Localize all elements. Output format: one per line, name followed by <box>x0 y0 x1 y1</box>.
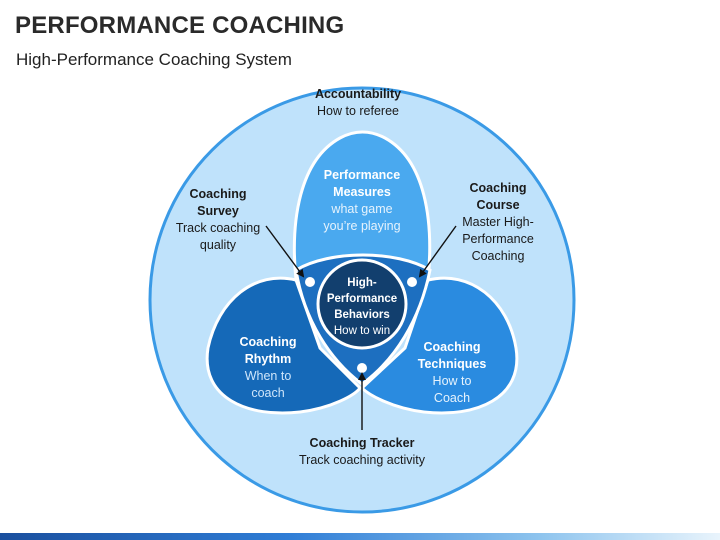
center-desc: How to win <box>334 325 390 337</box>
performance-measures-desc-line2: you’re playing <box>323 219 400 233</box>
arrow-coaching-course <box>418 225 457 278</box>
page-title: PERFORMANCE COACHING <box>15 12 345 39</box>
coaching-course-desc-line2: Performance <box>462 232 534 246</box>
coaching-techniques-desc-line2: Coach <box>434 391 470 405</box>
performance-measures-desc-line1: what game <box>330 202 392 216</box>
center-title-line2: Performance <box>327 293 397 305</box>
coaching-rhythm-desc-line1: When to <box>245 369 292 383</box>
coaching-techniques-title-line1: Coaching <box>424 340 481 354</box>
coaching-rhythm-title-line1: Coaching <box>240 335 297 349</box>
petal-performance-measures <box>292 130 432 282</box>
coaching-rhythm-title-line2: Rhythm <box>245 352 292 366</box>
coaching-survey-desc-line1: Track coaching <box>176 221 260 235</box>
petal-coaching-techniques <box>359 276 519 415</box>
coaching-survey-desc-line2: quality <box>200 238 237 252</box>
petal-coaching-rhythm <box>205 276 362 415</box>
center-title-line3: Behaviors <box>334 309 390 321</box>
dot-course <box>407 277 417 287</box>
dot-survey <box>305 277 315 287</box>
coaching-rhythm-desc-line2: coach <box>251 386 284 400</box>
coaching-course-title-line1: Coaching <box>470 181 527 195</box>
coaching-tracker-title: Coaching Tracker <box>310 436 415 450</box>
footer-gradient-bar <box>0 533 720 540</box>
accountability-title: Accountability <box>315 87 401 101</box>
center-circle <box>316 258 408 350</box>
coaching-techniques-desc-line1: How to <box>433 374 472 388</box>
center-title-line1: High- <box>347 277 377 289</box>
coaching-course-desc-line1: Master High- <box>462 215 534 229</box>
accountability-desc: How to referee <box>317 104 399 118</box>
page-subtitle: High-Performance Coaching System <box>16 50 292 69</box>
dot-tracker <box>357 363 367 373</box>
arrow-coaching-survey <box>265 225 305 278</box>
top-petal-group <box>292 130 432 282</box>
performance-measures-title-line1: Performance <box>324 168 400 182</box>
performance-measures-title-line2: Measures <box>333 185 391 199</box>
left-petal-group <box>205 276 362 415</box>
coaching-survey-title-line1: Coaching <box>190 187 247 201</box>
coaching-course-title-line2: Course <box>476 198 519 212</box>
right-petal-group <box>359 276 519 415</box>
coaching-tracker-desc: Track coaching activity <box>299 453 426 467</box>
coaching-techniques-title-line2: Techniques <box>418 357 487 371</box>
coaching-course-desc-line3: Coaching <box>472 249 525 263</box>
coaching-survey-title-line2: Survey <box>197 204 239 218</box>
